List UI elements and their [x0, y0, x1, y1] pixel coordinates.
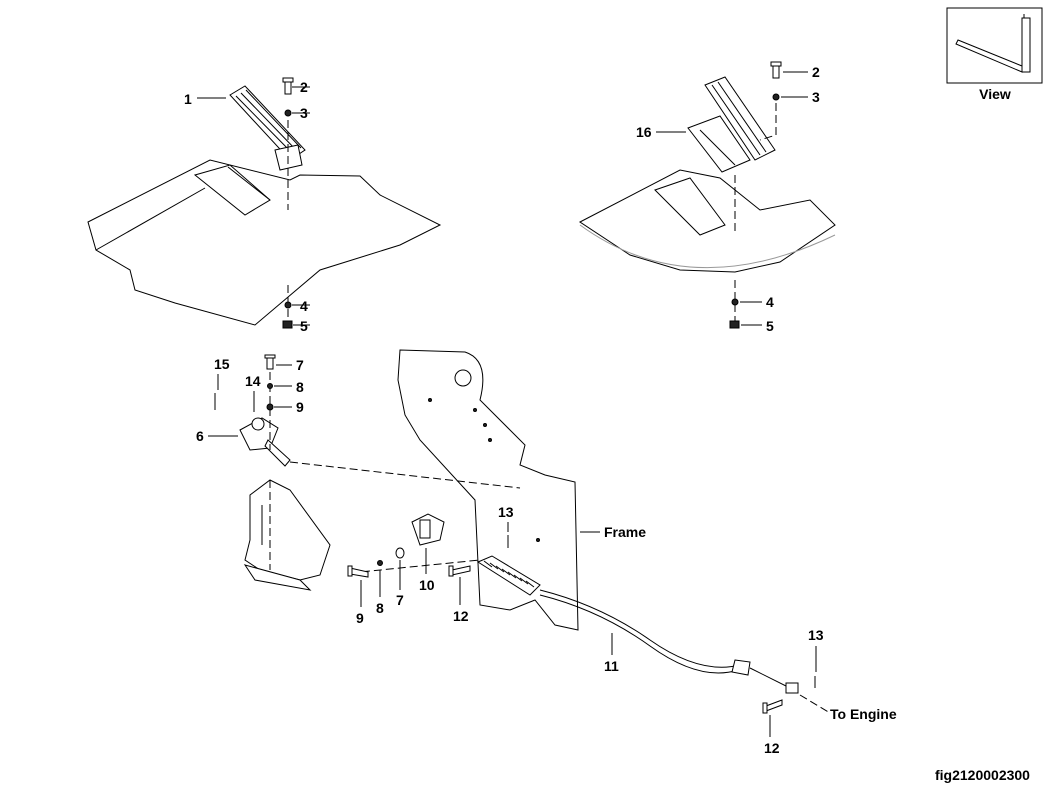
callout-8-bottom: 8: [376, 600, 384, 616]
accelerator-pedal-left: [229, 85, 306, 171]
nut-right: [729, 320, 740, 329]
left-floor-plate-assembly: [87, 77, 442, 329]
accelerator-pedal-right: [687, 76, 776, 173]
callout-group-left: 1 2 3 4 5: [184, 79, 310, 334]
bolt-right: [770, 61, 782, 79]
callout-4-left: 4: [300, 298, 308, 314]
cable-lower: [539, 594, 739, 674]
callout-13-bottom: 13: [808, 627, 824, 643]
callout-2-right: 2: [812, 64, 820, 80]
bolt-sensor: [264, 354, 276, 370]
sensor-link-line: [289, 461, 521, 489]
frame-plate: [397, 349, 579, 631]
callout-1: 1: [184, 91, 192, 107]
callout-7-top: 7: [296, 357, 304, 373]
hardware-row-bottom: 9 8 7 10: [347, 547, 435, 626]
to-engine-label: To Engine: [830, 706, 897, 722]
frame-label-group: Frame: [580, 524, 646, 540]
callout-9-bottom: 9: [356, 610, 364, 626]
flat-washer-sensor: [266, 403, 274, 411]
lock-washer-left: [284, 301, 292, 309]
floor-plate-arc: [579, 224, 836, 269]
callout-8-top: 8: [296, 379, 304, 395]
nut-left: [282, 320, 293, 329]
cable-end-bolt: [762, 699, 783, 714]
callout-14: 14: [245, 373, 261, 389]
cable-upper: [539, 589, 741, 668]
callout-9-top: 9: [296, 399, 304, 415]
throttle-sensor: [214, 354, 521, 489]
view-caption: View: [979, 86, 1011, 102]
throttle-cable: [448, 535, 831, 714]
to-engine-label-group: To Engine: [830, 706, 897, 722]
pedal-sensor-housing: [687, 115, 751, 173]
callout-group-cable: 13 12 11 13 12: [453, 504, 824, 756]
mounting-bracket: [244, 479, 331, 581]
callout-11: 11: [604, 658, 619, 674]
callout-group-right: 2 3 16 4 5: [636, 64, 820, 334]
sensor-body: [251, 417, 265, 431]
callout-12-top: 12: [453, 608, 469, 624]
callout-group-sensor: 15 14 6 7 8 9: [196, 356, 304, 444]
callout-5-left: 5: [300, 318, 308, 334]
callout-5-right: 5: [766, 318, 774, 334]
flat-washer-clip: [395, 547, 405, 559]
forklift-fork-icon: [955, 14, 1031, 73]
sensor-arm: [264, 439, 291, 467]
washer-right: [772, 93, 780, 101]
callout-6: 6: [196, 428, 204, 444]
view-indicator: View: [946, 7, 1043, 102]
bolt-left: [282, 77, 294, 95]
callout-3-right: 3: [812, 89, 820, 105]
callout-12-bottom: 12: [764, 740, 780, 756]
frame-mount-hole: [454, 369, 472, 387]
lock-washer-right: [731, 298, 739, 306]
bracket-assembly: [243, 479, 331, 591]
lock-washer-sensor: [267, 383, 273, 389]
cable-bolt: [448, 565, 471, 577]
callout-7-bottom: 7: [396, 592, 404, 608]
pedal-mount-ramp-right: [654, 177, 726, 236]
callout-13-top: 13: [498, 504, 514, 520]
cable-boot-ribs: [483, 560, 535, 588]
callout-15: 15: [214, 356, 230, 372]
bolt-clip: [347, 565, 369, 578]
callout-10: 10: [419, 577, 435, 593]
right-floor-plate-assembly: [579, 61, 836, 329]
frame-label: Frame: [604, 524, 646, 540]
callout-16: 16: [636, 124, 652, 140]
floor-plate-left: [87, 159, 442, 326]
lock-washer-clip: [377, 560, 383, 566]
cable-fitting: [731, 659, 751, 676]
cable-clip: [349, 513, 481, 574]
figure-id: fig2120002300: [935, 767, 1030, 783]
washer-left: [284, 109, 292, 117]
cable-end-clevis: [785, 682, 799, 694]
callout-4-right: 4: [766, 294, 774, 310]
